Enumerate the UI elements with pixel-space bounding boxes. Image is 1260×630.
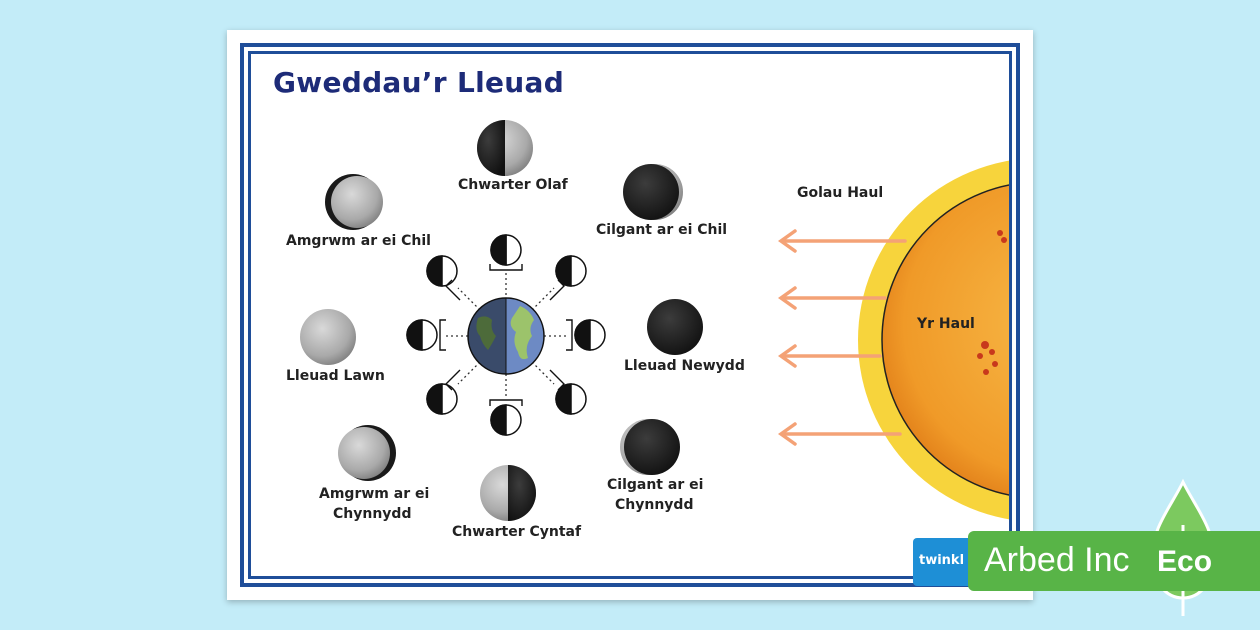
label-amgrwm-ar-ei-chynnydd-line1: Amgrwm ar ei bbox=[319, 486, 430, 502]
inner-moon bbox=[490, 234, 522, 266]
twinkl-logo: twinkl bbox=[913, 538, 969, 586]
inner-moon bbox=[426, 383, 458, 415]
moon-chwarter-cyntaf bbox=[480, 465, 536, 521]
label-lleuad-lawn: Lleuad Lawn bbox=[286, 368, 385, 384]
label-lleuad-newydd: Lleuad Newydd bbox=[624, 358, 745, 374]
label-yr-haul: Yr Haul bbox=[917, 316, 975, 332]
arbed-eco-banner bbox=[968, 531, 1260, 591]
label-amgrwm-ar-ei-chil: Amgrwm ar ei Chil bbox=[286, 233, 431, 249]
inner-moon bbox=[426, 255, 458, 287]
eco-label: Eco bbox=[1157, 545, 1213, 578]
sunlight-arrow bbox=[777, 229, 907, 253]
label-chwarter-olaf: Chwarter Olaf bbox=[458, 177, 568, 193]
sunlight-arrow bbox=[777, 286, 887, 310]
earth bbox=[467, 297, 545, 375]
inner-moon bbox=[555, 383, 587, 415]
label-amgrwm-ar-ei-chynnydd-line2: Chynnydd bbox=[333, 506, 412, 522]
inner-moon bbox=[574, 319, 606, 351]
label-chwarter-cyntaf: Chwarter Cyntaf bbox=[452, 524, 582, 540]
view-brackets bbox=[439, 264, 573, 406]
moon-chwarter-olaf bbox=[477, 120, 533, 176]
inner-moon bbox=[555, 255, 587, 287]
label-cilgant-ar-ei-chynnydd-line2: Chynnydd bbox=[615, 497, 694, 513]
inner-moon bbox=[490, 404, 522, 436]
arbed-inc-text: Arbed Inc bbox=[984, 541, 1130, 579]
label-cilgant-ar-ei-chil: Cilgant ar ei Chil bbox=[596, 222, 728, 238]
sun bbox=[858, 160, 1009, 520]
label-cilgant-ar-ei-chynnydd-line1: Cilgant ar ei bbox=[607, 477, 704, 493]
sunlight-arrow bbox=[777, 422, 902, 446]
poster-frame-outer bbox=[240, 43, 1020, 587]
moon-lleuad-lawn bbox=[300, 309, 356, 365]
page-title: Gweddau’r Lleuad bbox=[273, 66, 565, 99]
orbit-rays bbox=[444, 272, 568, 398]
moon-cilgant-ar-ei-chynnydd bbox=[620, 419, 680, 475]
moon-cilgant-ar-ei-chil bbox=[623, 164, 683, 220]
moon-amgrwm-ar-ei-chil bbox=[325, 174, 383, 230]
label-golau-haul: Golau Haul bbox=[797, 185, 884, 201]
moon-lleuad-newydd bbox=[647, 299, 703, 355]
inner-moons bbox=[406, 234, 606, 436]
inner-moon bbox=[406, 319, 438, 351]
sunlight-arrow bbox=[777, 344, 882, 368]
moon-amgrwm-ar-ei-chynnydd bbox=[338, 425, 396, 481]
sunlight-arrows bbox=[777, 229, 907, 446]
twinkl-logo-text: twinkl bbox=[919, 553, 965, 568]
